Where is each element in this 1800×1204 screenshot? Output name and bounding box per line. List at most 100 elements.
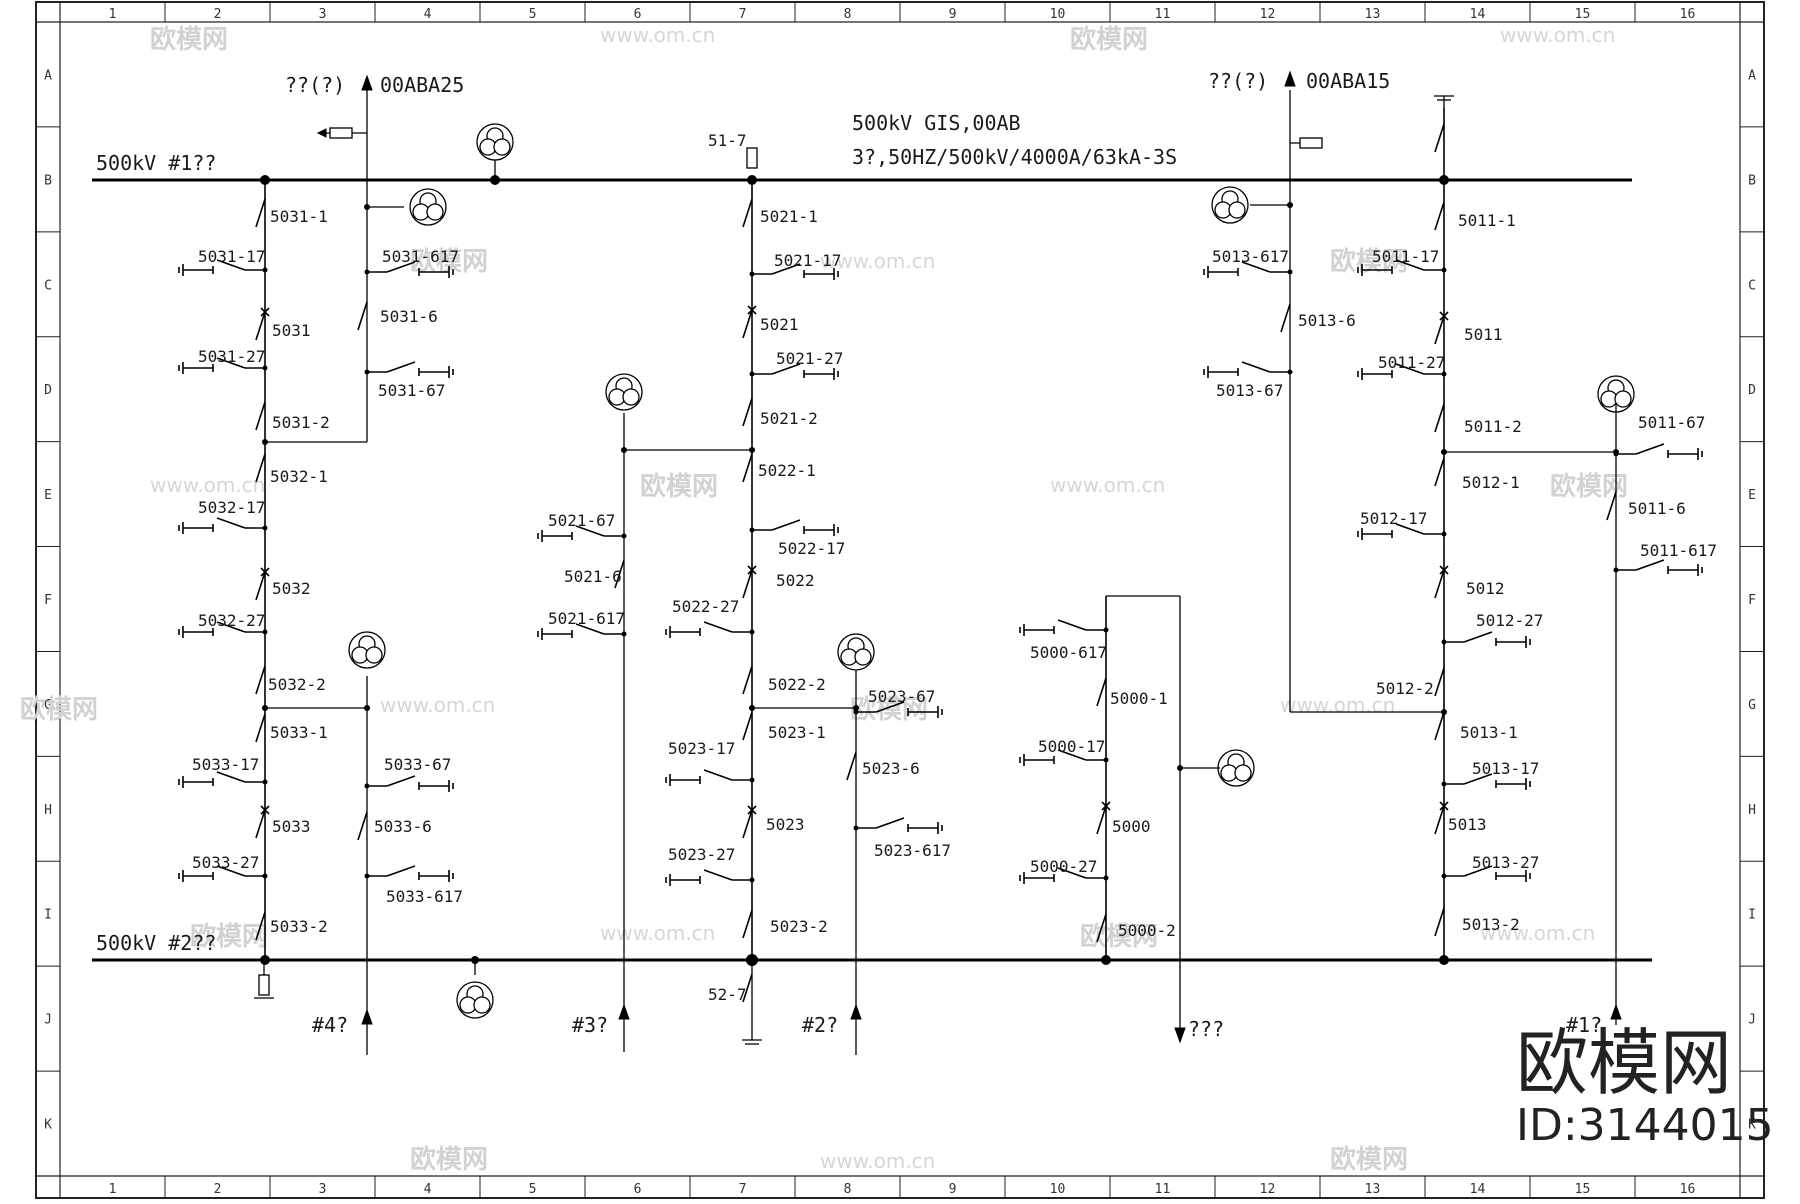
disconnector-icon xyxy=(1434,667,1445,697)
switch-label-s5013: 5013 xyxy=(1448,815,1487,834)
grid-row-label: F xyxy=(44,593,52,608)
grid-row-label: F xyxy=(1748,593,1756,608)
junction-dot xyxy=(749,371,755,377)
grid-row-label: K xyxy=(44,1118,52,1133)
switch-label-s5013_6: 5013-6 xyxy=(1298,311,1356,330)
earthing-switch-icon xyxy=(1019,619,1106,636)
grid-row-label: B xyxy=(1748,173,1756,188)
junction-dot xyxy=(262,525,268,531)
earthing-switch-icon xyxy=(367,261,454,278)
watermark-url: www.om.cn xyxy=(1050,473,1165,497)
switch-label-s5011_6: 5011-6 xyxy=(1628,499,1686,518)
junction-dot xyxy=(1103,757,1109,763)
grid-column-label: 9 xyxy=(949,1182,957,1197)
earthing-switch-icon xyxy=(1357,523,1444,540)
earthing-switch-icon xyxy=(1357,259,1444,276)
switch-label-s5022_27: 5022-27 xyxy=(672,597,739,616)
feed-right-question: ??(?) xyxy=(1208,69,1268,93)
grid-column-label: 1 xyxy=(109,7,117,22)
junction-dot xyxy=(747,175,757,185)
switch-label-s5033: 5033 xyxy=(272,817,311,836)
grid-column-label: 8 xyxy=(844,7,852,22)
junction-dot xyxy=(749,777,755,783)
watermark-url: www.om.cn xyxy=(600,23,715,47)
voltage-transformer-icon xyxy=(456,981,494,1019)
grid-column-label: 16 xyxy=(1680,7,1696,22)
bus-1-label: 500kV #1?? xyxy=(96,151,216,175)
junction-dot xyxy=(1101,955,1111,965)
feeder-4-label: #4? xyxy=(312,1013,348,1037)
voltage-transformer-icon xyxy=(1211,186,1249,224)
grid-row-label: A xyxy=(1748,68,1756,83)
switch-label-s5021_27: 5021-27 xyxy=(776,349,843,368)
switch-label-s5032_2: 5032-2 xyxy=(268,675,326,694)
earthing-switch-icon xyxy=(178,771,265,788)
junction-dot xyxy=(262,629,268,635)
grid-row-label: C xyxy=(44,278,52,293)
earthing-switch-icon xyxy=(752,363,839,380)
voltage-transformer-icon xyxy=(348,631,386,669)
grid-column-label: 7 xyxy=(739,1182,747,1197)
switch-label-s5031_6: 5031-6 xyxy=(380,307,438,326)
voltage-transformer-icon xyxy=(837,633,875,671)
breaker-icon xyxy=(1434,311,1449,345)
voltage-transformer-icon xyxy=(1217,749,1255,787)
disconnector-icon xyxy=(255,453,266,483)
switch-label-s5023_1: 5023-1 xyxy=(768,723,826,742)
switch-label-s5031_2: 5031-2 xyxy=(272,413,330,432)
earthing-switch-icon xyxy=(1203,261,1290,278)
watermark-brand: 欧模网 xyxy=(1330,246,1408,277)
grid-column-label: 3 xyxy=(319,1182,327,1197)
earthing-switch-icon xyxy=(367,775,454,792)
grid-column-label: 4 xyxy=(424,1182,432,1197)
arrow-up-icon xyxy=(1610,1003,1622,1020)
watermark-brand: 欧模网 xyxy=(410,1144,488,1175)
switch-label-s5023_617: 5023-617 xyxy=(874,841,951,860)
disconnector-icon xyxy=(357,301,368,331)
breaker-icon xyxy=(255,307,270,341)
bus-bars xyxy=(92,178,1652,962)
grid-column-label: 15 xyxy=(1575,1182,1591,1197)
earthing-switch-icon xyxy=(1357,363,1444,380)
switch-label-s5032_1: 5032-1 xyxy=(270,467,328,486)
switch-label-s5000_17: 5000-17 xyxy=(1038,737,1105,756)
watermark-url: www.om.cn xyxy=(820,249,935,273)
disconnector-icon xyxy=(255,911,266,941)
switch-label-s5013_67: 5013-67 xyxy=(1216,381,1283,400)
switch-label-s5021: 5021 xyxy=(760,315,799,334)
grid-row-label: H xyxy=(44,803,52,818)
grid-row-label: B xyxy=(44,173,52,188)
junction-dot xyxy=(260,955,270,965)
switch-label-s5033_27: 5033-27 xyxy=(192,853,259,872)
wiring xyxy=(263,90,1617,1055)
switch-label-s5021_6: 5021-6 xyxy=(564,567,622,586)
grid-row-label: C xyxy=(1748,278,1756,293)
grid-row-label: J xyxy=(44,1013,52,1028)
earthing-switch-icon xyxy=(665,769,752,786)
bus-2-label: 500kV #2?? xyxy=(96,931,216,955)
switch-label-s5000_2: 5000-2 xyxy=(1118,921,1176,940)
watermark-url: www.om.cn xyxy=(1280,693,1395,717)
earthing-switch-icon xyxy=(1444,631,1531,648)
earthing-switch-icon xyxy=(1019,867,1106,884)
watermark-brand: 欧模网 xyxy=(1070,24,1148,55)
arrow-up-icon xyxy=(361,1008,373,1025)
feeder-3-label: #3? xyxy=(572,1013,608,1037)
earthing-switch-icon xyxy=(665,869,752,886)
labels-layer: 500kV GIS,00AB 3?,50HZ/500kV/4000A/63kA-… xyxy=(96,69,1717,1041)
grid-row-label: I xyxy=(1748,908,1756,923)
watermark-brand: 欧模网 xyxy=(20,694,98,725)
switch-label-s5033_2: 5033-2 xyxy=(270,917,328,936)
switch-label-s5013_2: 5013-2 xyxy=(1462,915,1520,934)
switch-label-s5022: 5022 xyxy=(776,571,815,590)
switch-label-s5011_1: 5011-1 xyxy=(1458,211,1516,230)
switch-label-s5012_2: 5012-2 xyxy=(1376,679,1434,698)
watermark-url: www.om.cn xyxy=(1480,921,1595,945)
earthing-switch-icon xyxy=(367,361,454,378)
grid-column-label: 10 xyxy=(1050,7,1066,22)
switch-label-s5000_1: 5000-1 xyxy=(1110,689,1168,708)
watermark-url: www.om.cn xyxy=(150,473,265,497)
watermark-brand: 欧模网 xyxy=(150,24,228,55)
breaker-icon xyxy=(742,565,757,599)
earthing-switch-icon xyxy=(178,259,265,276)
